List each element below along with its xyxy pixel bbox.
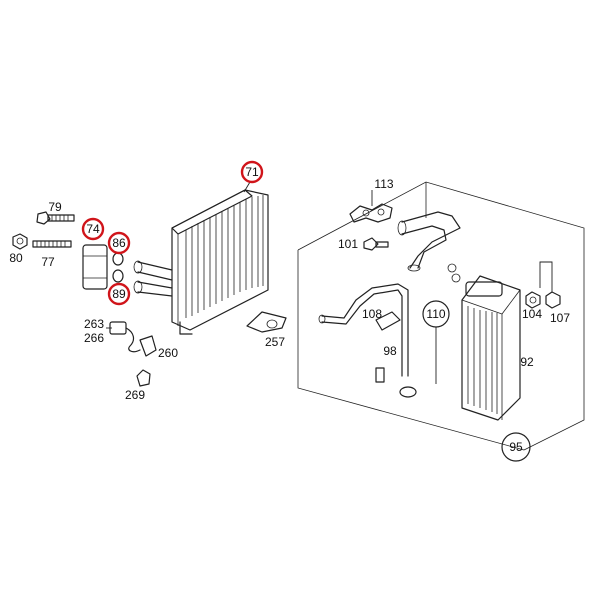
bolt-79 xyxy=(36,211,75,225)
stud-77 xyxy=(32,240,72,248)
callout-110: 110 xyxy=(426,307,445,321)
o-rings xyxy=(112,252,124,283)
clip-269 xyxy=(136,369,151,387)
callout-101: 101 xyxy=(338,237,358,251)
callout-86: 86 xyxy=(112,236,126,250)
callout-71: 71 xyxy=(245,165,259,179)
callout-108: 108 xyxy=(362,307,382,321)
callout-257: 257 xyxy=(265,335,285,349)
nut-80 xyxy=(12,233,28,250)
callout-266: 266 xyxy=(84,331,104,345)
callout-79: 79 xyxy=(48,200,62,214)
callout-107: 107 xyxy=(550,311,570,325)
evaporator-core xyxy=(133,189,269,335)
callout-269: 269 xyxy=(125,388,145,402)
heater-core xyxy=(461,275,521,421)
callout-80: 80 xyxy=(9,251,23,265)
callout-260: 260 xyxy=(158,346,178,360)
callout-104: 104 xyxy=(522,307,542,321)
expansion-valve xyxy=(82,244,108,290)
callout-98: 98 xyxy=(383,344,397,358)
drain-pipe xyxy=(318,283,417,398)
callout-263: 263 xyxy=(84,317,104,331)
callout-95: 95 xyxy=(509,440,523,454)
screw-101 xyxy=(363,237,389,251)
callout-113: 113 xyxy=(374,177,393,191)
bracket-257 xyxy=(246,311,287,333)
temperature-sensor xyxy=(109,321,157,357)
callout-74: 74 xyxy=(86,222,100,236)
callout-92: 92 xyxy=(520,355,534,369)
callout-77: 77 xyxy=(41,255,55,269)
fasteners-104-107 xyxy=(525,291,561,309)
callout-89: 89 xyxy=(112,287,126,301)
heater-pipes xyxy=(397,211,461,283)
gasket-113 xyxy=(349,203,393,223)
